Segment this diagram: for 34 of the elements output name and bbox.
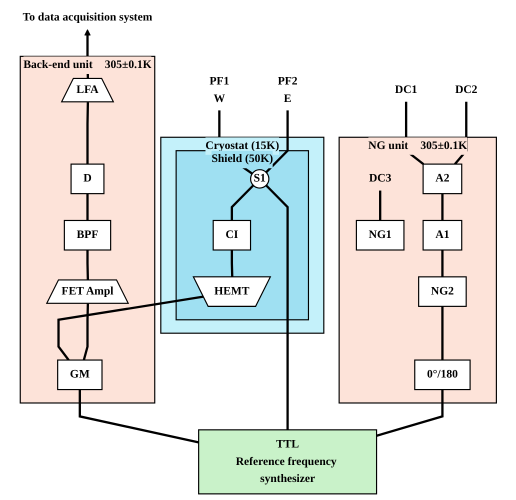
- node-text: DC2: [455, 84, 478, 96]
- connector: [78, 390, 199, 444]
- node-label: W: [214, 92, 226, 105]
- connector: [441, 306, 444, 360]
- node-circle: S1: [250, 169, 270, 189]
- connector: [82, 304, 90, 360]
- node-text: DC1: [394, 84, 418, 96]
- node-box: A2: [422, 164, 462, 194]
- node-box: D: [70, 164, 104, 194]
- connector: [265, 110, 289, 174]
- node-text: DC3: [368, 172, 392, 185]
- connector: [86, 102, 90, 164]
- node-label: E: [284, 92, 292, 105]
- connector: [441, 250, 444, 277]
- connector: [230, 250, 234, 278]
- node-box: A1: [422, 220, 462, 251]
- node-text: PF2: [278, 75, 298, 88]
- node-box: CI: [212, 220, 252, 251]
- connector: [86, 250, 90, 280]
- node-box: 0°/180: [414, 359, 471, 390]
- connector: [57, 296, 204, 361]
- node-text: PF1: [209, 75, 230, 88]
- node-box: GM: [57, 359, 103, 390]
- connector: [230, 184, 254, 220]
- connector: [379, 190, 382, 220]
- node-box: NG1: [356, 220, 405, 251]
- connector: [376, 390, 444, 437]
- node-box: TTL Reference frequency synthesizer: [198, 429, 378, 494]
- connector: [265, 184, 289, 430]
- node-box: NG2: [418, 276, 467, 307]
- connector: [441, 194, 444, 220]
- node-box: BPF: [64, 220, 112, 251]
- node-text: To data acquisition system: [22, 12, 152, 24]
- connector: [86, 194, 89, 220]
